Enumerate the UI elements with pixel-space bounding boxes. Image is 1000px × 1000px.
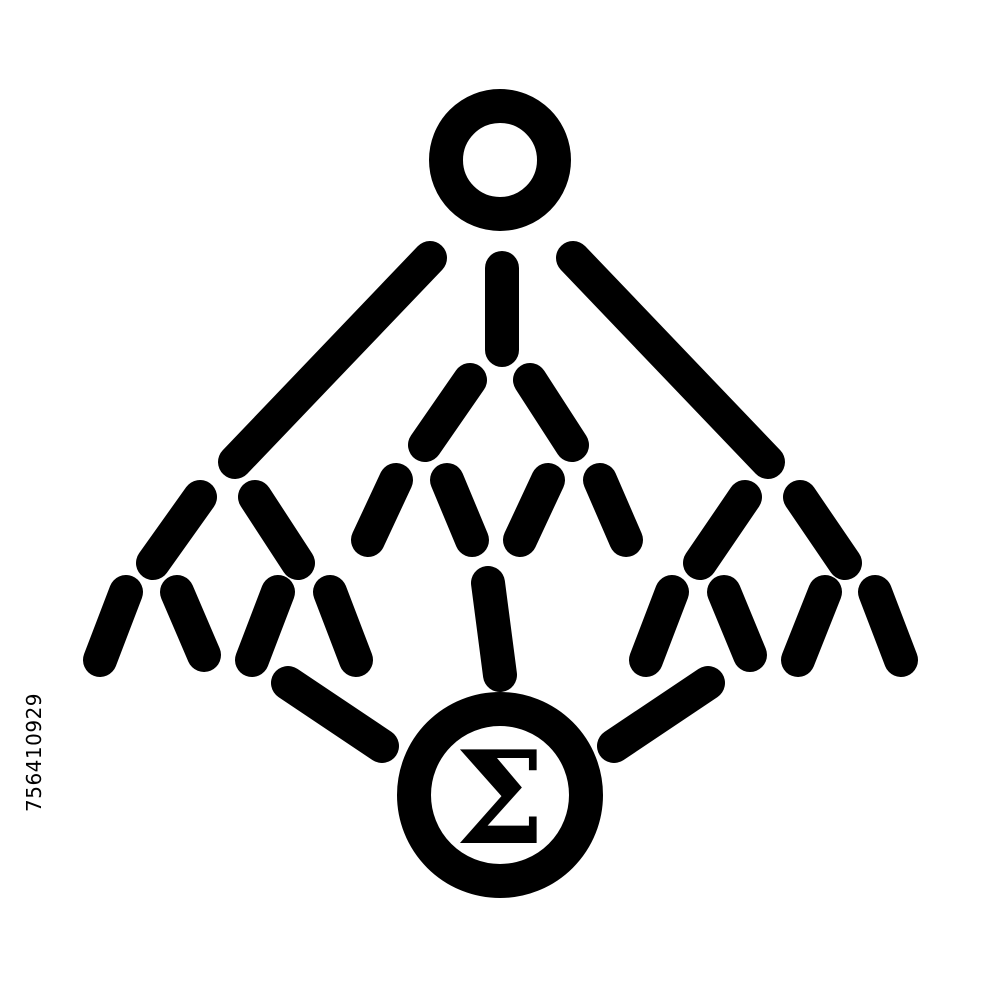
leaf-l3 <box>235 575 295 677</box>
branch-right-b <box>783 480 862 580</box>
branch-left <box>218 241 447 479</box>
leaf-r3 <box>781 575 842 677</box>
leaf-r1 <box>629 575 689 677</box>
leaf-c4 <box>583 463 643 557</box>
root-node-icon <box>429 89 571 231</box>
leaf-l2 <box>160 575 221 672</box>
leaf-l1 <box>83 575 143 677</box>
branch-left-b <box>238 480 315 580</box>
leaf-c3 <box>503 463 565 557</box>
leaf-c2 <box>430 463 489 557</box>
link-center-to-sum <box>471 566 517 692</box>
leaf-l4 <box>313 575 373 677</box>
sum-node-icon <box>397 692 603 898</box>
branch-center-right <box>513 363 589 462</box>
branch-right <box>556 241 785 479</box>
branch-right-a <box>683 480 762 580</box>
branch-left-a <box>136 480 217 580</box>
branch-center-left <box>408 363 487 462</box>
leaf-c1 <box>351 463 413 557</box>
link-left-to-sum <box>271 666 399 763</box>
leaf-r2 <box>707 575 767 672</box>
sigma-symbol: Σ <box>455 724 546 874</box>
link-right-to-sum <box>597 666 725 763</box>
stock-id-watermark: 756410929 <box>22 692 46 812</box>
leaf-r4 <box>858 575 918 677</box>
